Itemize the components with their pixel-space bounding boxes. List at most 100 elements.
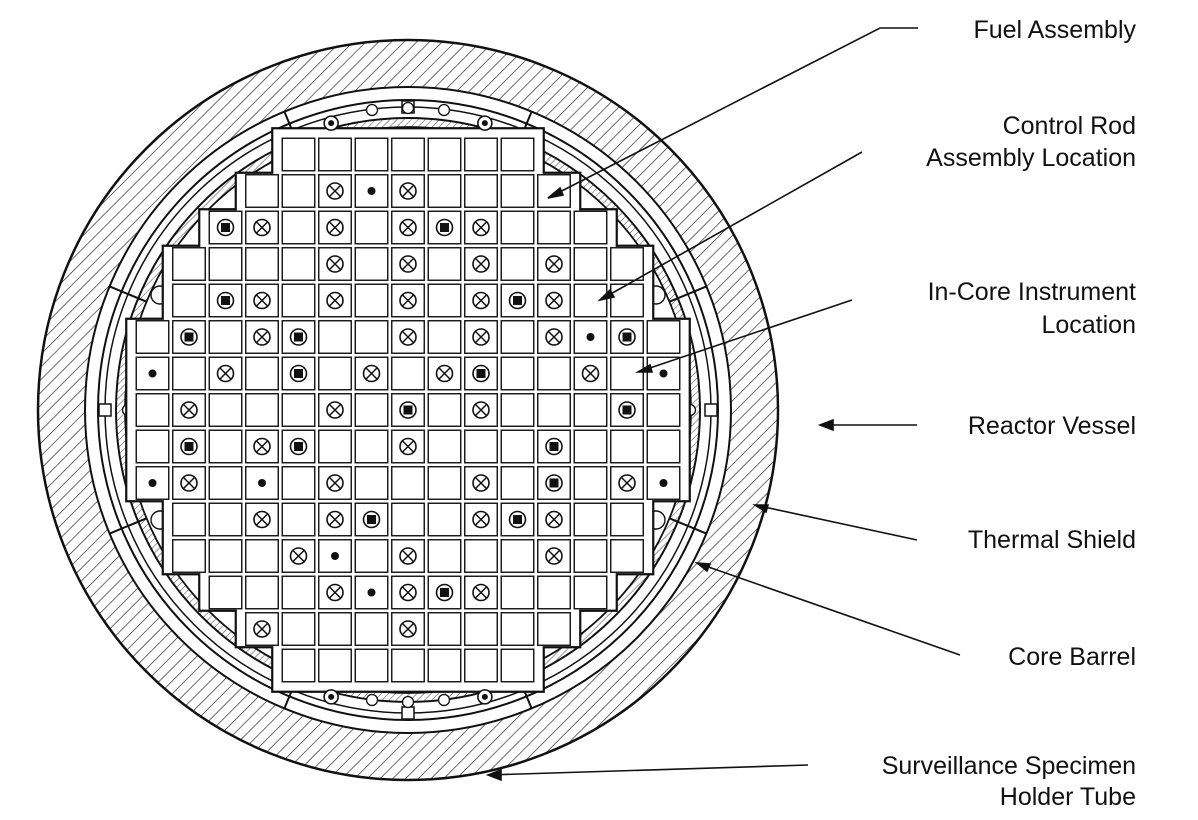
fuel-assembly xyxy=(391,612,425,646)
surveillance-specimen-holder-tube xyxy=(323,689,339,705)
fuel-assembly xyxy=(610,539,644,573)
control-rod-assembly-location xyxy=(399,218,417,237)
fuel-assembly xyxy=(610,466,644,500)
control-rod-assembly-location xyxy=(435,364,454,383)
fuel-assembly xyxy=(318,466,352,500)
control-rod-assembly-location xyxy=(362,364,381,383)
fuel-assembly xyxy=(573,247,608,281)
label-surveillance-line2: Holder Tube xyxy=(1000,783,1136,811)
bolted-control-rod-location xyxy=(435,218,454,237)
control-rod-assembly-location xyxy=(326,291,344,310)
control-rod-assembly-location xyxy=(326,510,344,529)
fuel-assembly xyxy=(172,356,206,391)
fuel-assembly xyxy=(245,502,279,537)
label-in-core-line1: In-Core Instrument xyxy=(928,278,1136,306)
fuel-assembly xyxy=(573,320,608,354)
control-rod-assembly-location xyxy=(289,547,308,565)
fuel-assembly xyxy=(245,539,279,573)
former-plate-hole xyxy=(365,693,379,707)
control-rod-assembly-location xyxy=(326,218,344,237)
control-rod-assembly-location xyxy=(472,328,490,346)
leader-thermal-shield xyxy=(754,504,918,541)
fuel-assembly xyxy=(500,612,535,646)
fuel-assembly xyxy=(245,320,279,354)
fuel-assembly xyxy=(318,247,352,281)
bolted-control-rod-location xyxy=(216,291,235,310)
fuel-assembly xyxy=(208,502,243,537)
fuel-assembly xyxy=(172,247,206,281)
fuel-assembly xyxy=(281,539,316,573)
control-rod-assembly-location xyxy=(180,401,198,419)
fuel-assembly xyxy=(427,247,462,281)
fuel-assembly xyxy=(464,502,498,537)
bolted-control-rod-location xyxy=(618,401,636,419)
control-rod-assembly-location xyxy=(399,583,417,602)
control-rod-assembly-location xyxy=(326,474,344,492)
fuel-assembly xyxy=(245,247,279,281)
fuel-assembly xyxy=(464,356,498,391)
fuel-assembly xyxy=(391,575,425,610)
fuel-assembly xyxy=(464,612,498,646)
fuel-assembly xyxy=(537,539,571,573)
label-reactor-vessel: Reactor Vessel xyxy=(968,412,1136,440)
in-core-instrument-location xyxy=(659,369,668,378)
fuel-assembly xyxy=(172,466,206,500)
fuel-assembly xyxy=(391,466,425,500)
fuel-assembly xyxy=(281,283,316,318)
fuel-assembly xyxy=(281,247,316,281)
fuel-assembly xyxy=(245,429,279,464)
fuel-assembly xyxy=(208,393,243,427)
fuel-assembly xyxy=(427,429,462,464)
fuel-assembly xyxy=(646,466,681,500)
fuel-assembly xyxy=(135,466,170,500)
fuel-assembly xyxy=(318,502,352,537)
fuel-assembly xyxy=(318,539,352,573)
leader-core-barrel xyxy=(696,562,961,656)
fuel-assembly xyxy=(245,466,279,500)
control-rod-assembly-location xyxy=(253,291,271,310)
fuel-assembly xyxy=(318,393,352,427)
fuel-assembly xyxy=(537,210,571,245)
fuel-assembly xyxy=(391,502,425,537)
fuel-assembly xyxy=(464,539,498,573)
control-rod-assembly-location xyxy=(545,328,563,346)
fuel-assembly xyxy=(464,283,498,318)
fuel-assembly xyxy=(245,393,279,427)
fuel-assembly xyxy=(354,429,389,464)
fuel-assembly xyxy=(573,466,608,500)
control-rod-assembly-location xyxy=(326,182,344,200)
fuel-assembly xyxy=(281,612,316,646)
fuel-assembly xyxy=(245,283,279,318)
control-rod-assembly-location xyxy=(326,583,344,602)
fuel-assembly xyxy=(464,174,498,208)
fuel-assembly xyxy=(464,137,498,172)
fuel-assembly xyxy=(354,137,389,172)
in-core-instrument-location xyxy=(367,588,376,597)
fuel-assembly xyxy=(573,393,608,427)
fuel-assembly xyxy=(208,210,243,245)
control-rod-assembly-location xyxy=(472,291,490,310)
fuel-assembly xyxy=(464,320,498,354)
control-rod-assembly-location xyxy=(253,510,271,529)
fuel-assembly xyxy=(537,612,571,646)
fuel-assembly xyxy=(610,356,644,391)
fuel-assembly xyxy=(208,429,243,464)
label-fuel-assembly: Fuel Assembly xyxy=(973,16,1136,44)
fuel-assembly xyxy=(646,429,681,464)
fuel-assembly xyxy=(208,575,243,610)
fuel-assembly xyxy=(537,429,571,464)
control-rod-assembly-location xyxy=(399,291,417,310)
control-rod-assembly-location xyxy=(326,255,344,273)
fuel-assembly xyxy=(427,137,462,172)
fuel-assembly xyxy=(172,539,206,573)
fuel-assembly xyxy=(537,393,571,427)
leader-fuel-assembly-path xyxy=(547,27,918,199)
fuel-assembly xyxy=(500,466,535,500)
fuel-assembly xyxy=(172,393,206,427)
fuel-assembly xyxy=(281,502,316,537)
fuel-assembly xyxy=(391,429,425,464)
fuel-assembly xyxy=(354,648,389,683)
fuel-assembly xyxy=(500,429,535,464)
bolted-control-rod-location xyxy=(508,291,527,310)
